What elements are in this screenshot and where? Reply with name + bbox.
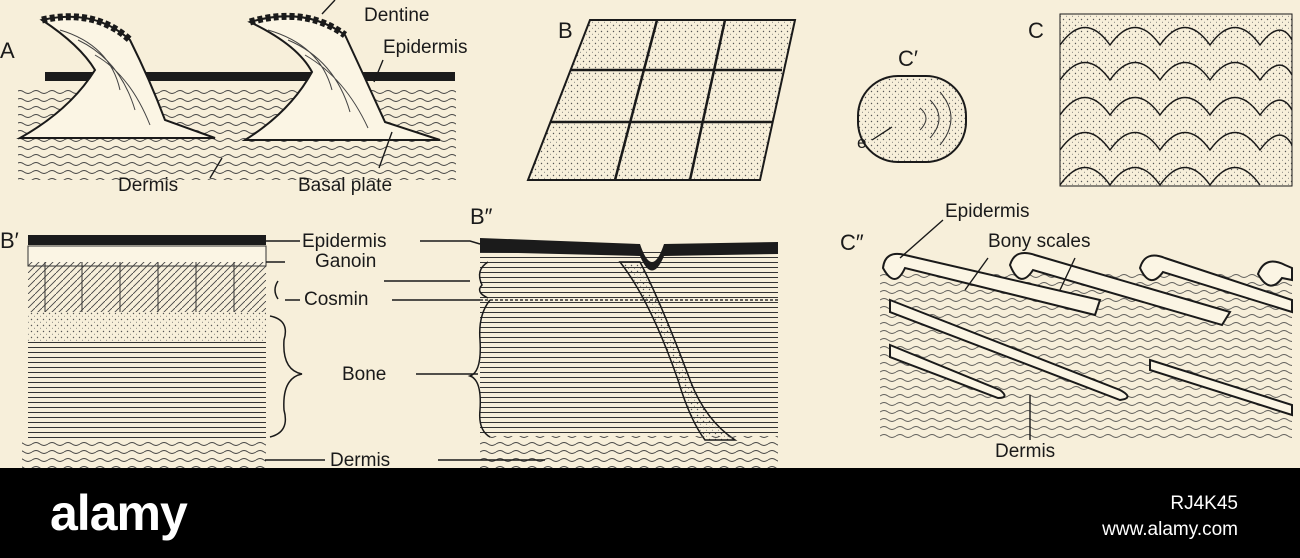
label-epidermis-c: Epidermis [945,201,1030,222]
panel-label-c-double: C″ [840,230,864,255]
panel-a-drawing [16,0,456,180]
panel-a-tooth-2 [241,15,441,141]
site-url: www.alamy.com [1102,519,1238,540]
label-ganoin: Ganoin [315,251,377,272]
panel-a-tooth-1-enamel [41,13,133,43]
label-bone: Bone [342,364,387,385]
image-id: RJ4K45 [1170,493,1238,514]
panel-b-leaders [265,240,545,461]
panel-label-b-double: B″ [470,204,493,229]
panel-a-tooth-1 [16,15,216,139]
label-epidermis-a: Epidermis [383,37,468,58]
panel-label-c-prime: C′ [898,46,919,71]
figure-artwork [16,0,1293,468]
panel-a-leader-lines [209,0,393,179]
label-dentine: Dentine [364,5,430,26]
panel-label-b-prime: B′ [0,228,19,253]
panel-c-double-leader-lines [899,219,1076,440]
panel-c-double-drawing [880,219,1293,440]
label-epidermis-b: Epidermis [302,231,387,252]
panel-c-drawing [1059,13,1293,187]
label-dermis-b: Dermis [330,450,391,468]
panel-b-prime-drawing [22,235,267,468]
panel-b-drawing [526,19,797,181]
panel-label-b: B [558,18,573,43]
panel-a-epidermis [45,72,455,81]
figure: A B C′ C B′ B″ C″ Dentine Epidermis Derm… [0,0,1293,468]
panel-a-tooth-2-enamel [249,12,348,38]
panel-c-prime-drawing [857,75,967,163]
watermark-footer [0,468,1300,558]
alamy-logo: alamy [50,485,188,541]
label-e: e [857,133,867,152]
label-dermis-a: Dermis [118,175,179,196]
panel-b-prime-epidermis [28,235,266,245]
label-dermis-c: Dermis [995,441,1056,462]
label-cosmin: Cosmin [304,289,369,310]
label-basal-plate: Basal plate [298,175,393,196]
panel-b-double-drawing [480,238,778,468]
panel-label-c: C [1028,18,1044,43]
label-bony-scales: Bony scales [988,231,1091,252]
panel-b-double-epidermis [480,238,778,271]
panel-label-a: A [0,38,15,63]
